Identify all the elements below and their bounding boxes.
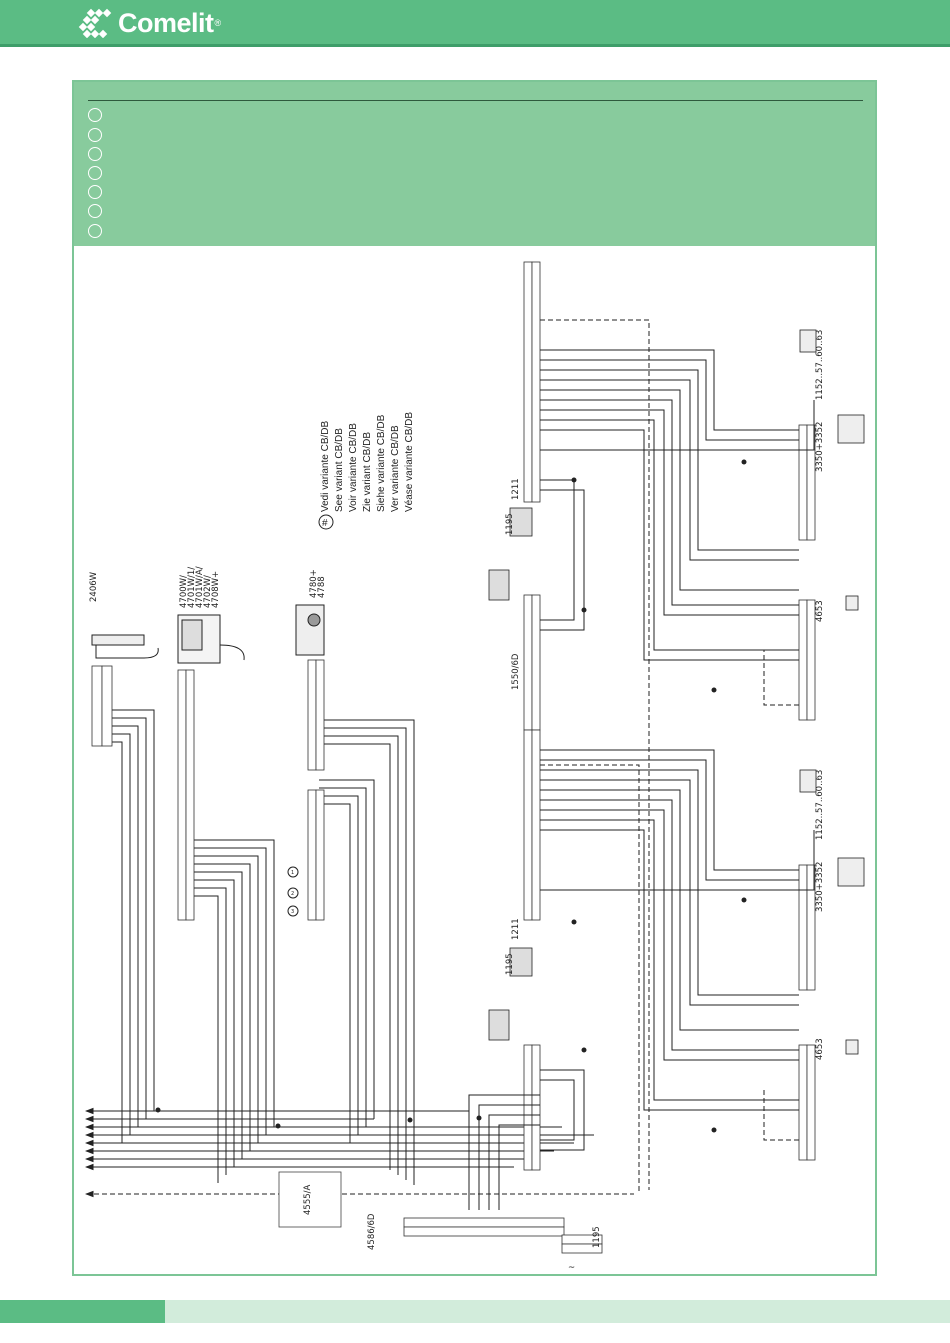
bus-arrows <box>84 1107 634 1198</box>
variant-mark-3: 3 <box>291 909 294 915</box>
label-4700-4: 4702W/ <box>203 575 213 608</box>
label-4788: 4788 <box>317 576 327 598</box>
header-underline <box>0 44 950 47</box>
keypad-icons <box>799 329 865 1055</box>
label-4700-3: 4701W/A/ <box>195 566 205 608</box>
legend-circle-1 <box>88 108 102 122</box>
registered-mark: ® <box>214 18 222 28</box>
note-line-4: Zie variant CB/DB <box>362 432 373 512</box>
legend-circle-3 <box>88 147 102 161</box>
label-4555: 4555/A <box>303 1185 313 1215</box>
label-4653-mid: 4653 <box>815 1038 825 1060</box>
label-1211-top: 1211 <box>511 478 521 500</box>
variant-marks: 1 2 3 <box>287 866 299 917</box>
note-line-1: Vedi variante CB/DB <box>320 421 331 512</box>
module-4586-strip <box>403 1217 565 1237</box>
note-line-6: Ver variante CB/DB <box>390 425 401 512</box>
diagram-frame <box>72 80 877 1276</box>
module-1195-top-icon <box>488 507 533 601</box>
legend-circle-6 <box>88 204 102 218</box>
legend-circle-4 <box>88 166 102 180</box>
terminal-strip-4700 <box>177 669 195 921</box>
label-4700-group: 4700W/ 4701W/1/ 4701W/A/ 4702W/ 4708W+ <box>179 566 221 608</box>
variant-mark-1: 1 <box>291 870 294 876</box>
footer-accent <box>0 1300 165 1323</box>
camera-4780-icon <box>295 604 325 656</box>
comelit-logo-icon <box>78 8 112 38</box>
handset-2406-icon <box>91 634 159 659</box>
brand-name: Comelit <box>118 7 214 38</box>
right-wiring <box>468 349 815 1210</box>
label-1211-mid: 1211 <box>511 918 521 940</box>
label-1195-mid: 1195 <box>505 953 515 975</box>
label-3350-mid: 3350+3352 <box>815 862 825 912</box>
label-3350-top: 3350+3352 <box>815 422 825 472</box>
dashed-feeds <box>540 319 799 1194</box>
label-4700-5: 4708W+ <box>211 571 221 608</box>
module-1195-mid-icon <box>488 947 533 1041</box>
label-1152-top: 1152..57..60..63 <box>815 330 825 400</box>
variant-note: # Vedi variante CB/DB See variant CB/DB … <box>318 412 415 530</box>
label-1152-mid: 1152..57..60..63 <box>815 770 825 840</box>
header-bar <box>0 0 950 44</box>
legend-circle-5 <box>88 185 102 199</box>
label-4700-2: 4701W/1/ <box>187 567 197 608</box>
wiring-diagram: 2406W 4700W/ 4701W/1/ 4701W/A/ 4702W/ 47… <box>84 261 865 1273</box>
note-line-3: Voir variante CB/DB <box>348 423 359 512</box>
legend-rule <box>88 100 863 101</box>
label-2406: 2406W <box>89 571 99 602</box>
note-line-2: See variant CB/DB <box>334 428 345 512</box>
footer-bar <box>165 1300 950 1323</box>
comelit-logo: Comelit ® <box>78 8 221 38</box>
variant-mark-2: 2 <box>291 891 294 897</box>
label-1195-bottom: 1195 <box>592 1226 602 1248</box>
label-1550: 1550/6D <box>511 653 521 690</box>
label-4700-1: 4700W/ <box>179 575 189 608</box>
note-line-7: Véase variante CB/DB <box>404 412 415 512</box>
terminal-strip-2406 <box>91 665 113 747</box>
note-symbol: # <box>322 518 328 529</box>
left-cable-bundle <box>112 709 415 1185</box>
terminal-strip-4780 <box>307 659 325 921</box>
module-1195-bottom-strip <box>561 1234 603 1254</box>
label-4586: 4586/6D <box>367 1213 377 1250</box>
main-terminal-strips <box>523 261 816 1171</box>
legend-circle-2 <box>88 128 102 142</box>
module-4555-box <box>278 1171 342 1228</box>
legend-panel <box>74 82 875 246</box>
label-1195-top: 1195 <box>505 513 515 535</box>
monitor-4700-icon <box>177 614 245 664</box>
label-4653-top: 4653 <box>815 600 825 622</box>
mains-symbol: ~ <box>568 1263 575 1273</box>
legend-circle-7 <box>88 224 102 238</box>
junction-dots <box>155 459 747 1133</box>
label-4780: 4780+ <box>309 569 319 598</box>
note-line-5: Siehe variante CB/DB <box>376 414 387 512</box>
